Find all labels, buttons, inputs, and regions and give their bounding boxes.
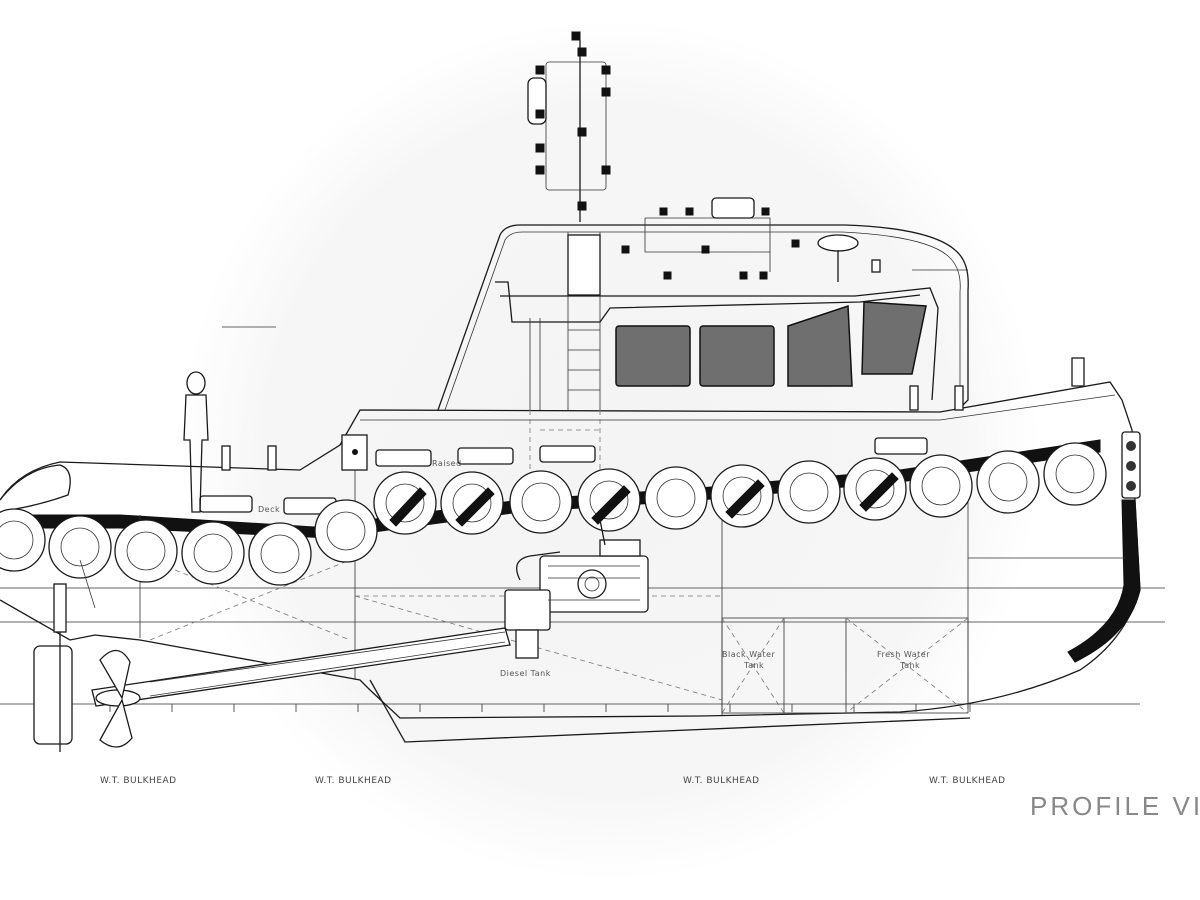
raised-label: Raised [432, 459, 462, 468]
fresh-water-tank-label-2: Tank [899, 661, 920, 670]
diesel-tank-label: Diesel Tank [500, 669, 551, 678]
roof-equipment [621, 197, 881, 282]
fender [1043, 442, 1107, 506]
fender [577, 468, 641, 532]
black-water-tank-label: Black Water [722, 650, 776, 659]
fender [114, 519, 178, 583]
fender [509, 470, 573, 534]
background-glow [180, 20, 1040, 880]
tire-fenders [0, 442, 1107, 586]
fender [181, 521, 245, 585]
fresh-water-tank-label: Fresh Water [877, 650, 930, 659]
bulkhead-label-2: W.T. BULKHEAD [315, 776, 392, 786]
bulkhead-label-4: W.T. BULKHEAD [929, 776, 1006, 786]
fender [644, 466, 708, 530]
bulkhead-label-1: W.T. BULKHEAD [100, 776, 177, 786]
fender [0, 508, 46, 572]
deck-fittings [199, 357, 1141, 515]
deck-label: Deck [258, 505, 280, 514]
deckhouse [437, 224, 969, 470]
fender [48, 515, 112, 579]
black-water-tank-label-2: Tank [743, 661, 764, 670]
fender [909, 454, 973, 518]
human-figure [183, 371, 209, 513]
fender [440, 471, 504, 535]
mast [527, 31, 611, 222]
fender [373, 471, 437, 535]
wheelhouse-windows [615, 301, 927, 387]
fender [248, 522, 312, 586]
engine [504, 519, 649, 659]
bulkhead-label-3: W.T. BULKHEAD [683, 776, 760, 786]
station-ticks [47, 704, 971, 712]
fender [976, 450, 1040, 514]
labels: W.T. BULKHEAD W.T. BULKHEAD W.T. BULKHEA… [100, 459, 1200, 821]
profile-view-title: PROFILE VIE [1030, 791, 1200, 821]
fender [777, 460, 841, 524]
fender [314, 499, 378, 563]
fender [843, 457, 907, 521]
propulsion [33, 559, 511, 752]
